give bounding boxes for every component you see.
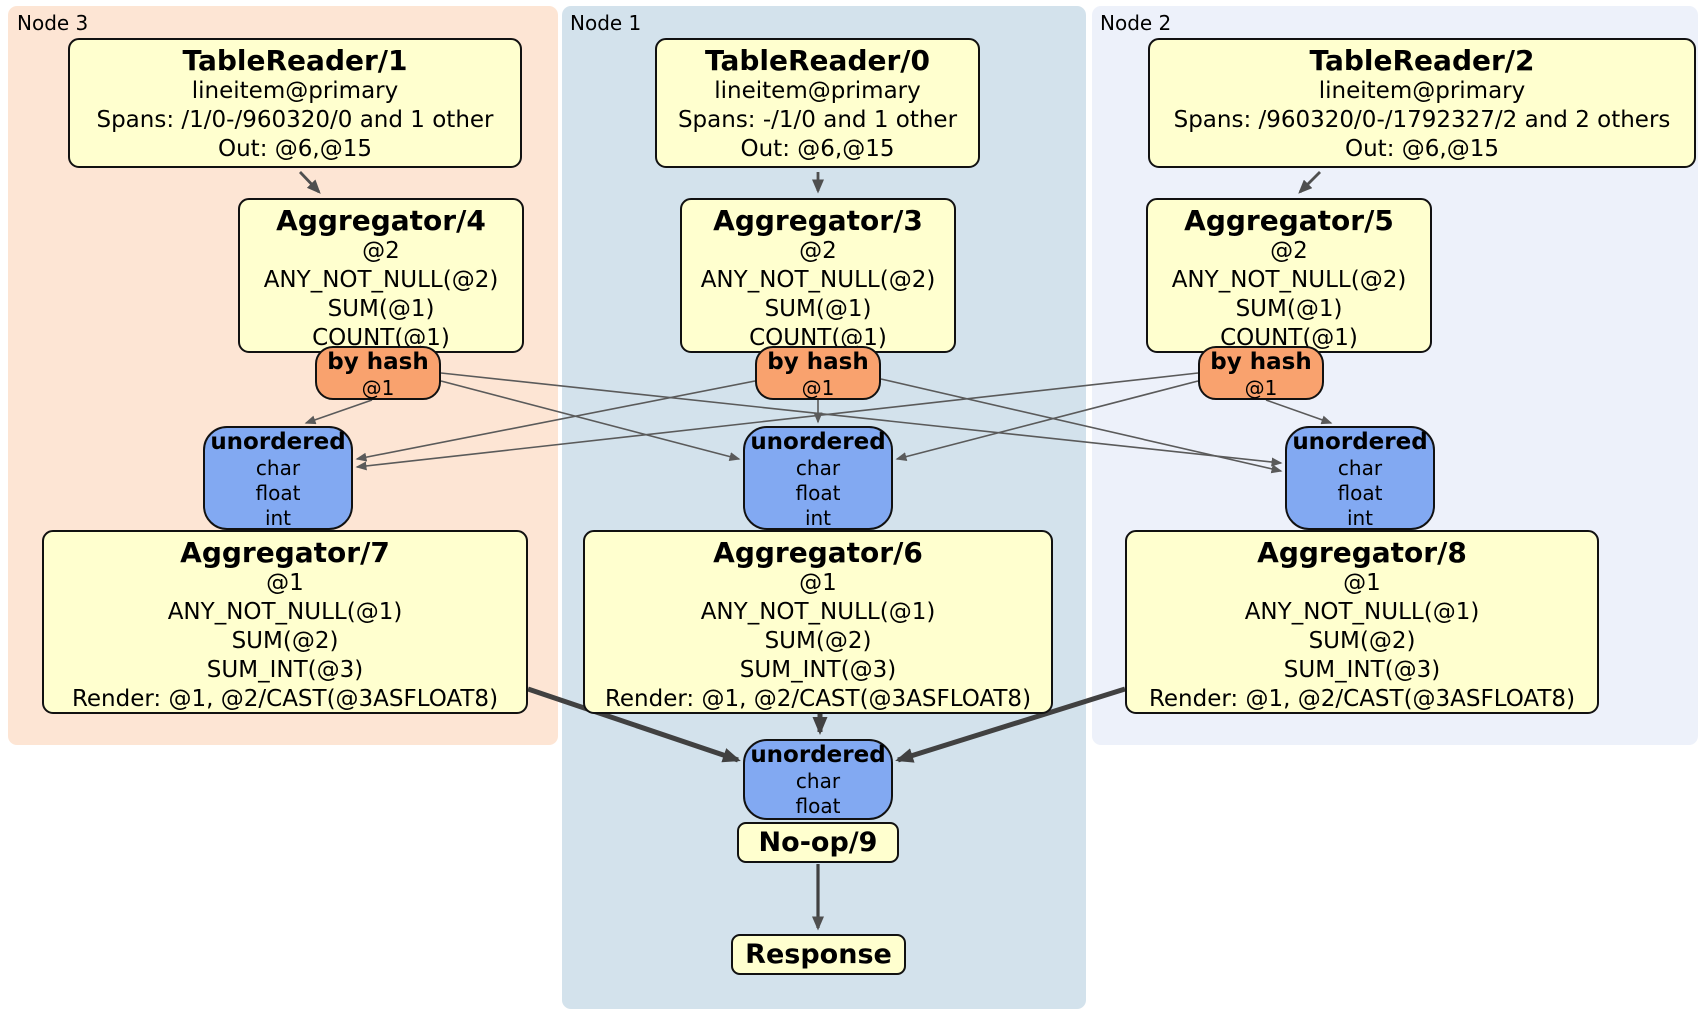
unordered-sync-final: unordered char float xyxy=(743,739,893,820)
sync-title: unordered xyxy=(750,742,886,768)
node-label-2: Node 2 xyxy=(1100,11,1172,35)
processor-title: Aggregator/7 xyxy=(180,536,390,569)
processor-title: Aggregator/5 xyxy=(1184,204,1394,237)
processor-title: Aggregator/8 xyxy=(1257,536,1467,569)
sync-title: unordered xyxy=(750,429,886,455)
processor-aggregator-6: Aggregator/6 @1 ANY_NOT_NULL(@1) SUM(@2)… xyxy=(583,530,1053,714)
unordered-sync-node1: unordered char float int xyxy=(743,426,893,530)
processor-title: Response xyxy=(745,939,892,970)
sync-title: unordered xyxy=(210,429,346,455)
processor-tablereader-2: TableReader/2 lineitem@primary Spans: /9… xyxy=(1148,38,1696,168)
processor-title: Aggregator/3 xyxy=(713,204,923,237)
processor-aggregator-7: Aggregator/7 @1 ANY_NOT_NULL(@1) SUM(@2)… xyxy=(42,530,528,714)
hash-router-node1: by hash @1 xyxy=(755,346,881,400)
processor-title: Aggregator/6 xyxy=(713,536,923,569)
processor-title: No-op/9 xyxy=(758,827,878,858)
router-title: by hash xyxy=(327,349,429,375)
processor-noop-9: No-op/9 xyxy=(737,822,899,863)
processor-aggregator-5: Aggregator/5 @2 ANY_NOT_NULL(@2) SUM(@1)… xyxy=(1146,198,1432,353)
router-title: by hash xyxy=(767,349,869,375)
unordered-sync-node3: unordered char float int xyxy=(203,426,353,530)
processor-title: TableReader/0 xyxy=(704,44,930,77)
processor-aggregator-4: Aggregator/4 @2 ANY_NOT_NULL(@2) SUM(@1)… xyxy=(238,198,524,353)
processor-title: TableReader/2 xyxy=(1309,44,1535,77)
unordered-sync-node2: unordered char float int xyxy=(1285,426,1435,530)
node-label-3: Node 3 xyxy=(17,11,89,35)
processor-aggregator-8: Aggregator/8 @1 ANY_NOT_NULL(@1) SUM(@2)… xyxy=(1125,530,1599,714)
processor-response: Response xyxy=(731,934,906,975)
router-title: by hash xyxy=(1210,349,1312,375)
processor-tablereader-1: TableReader/1 lineitem@primary Spans: /1… xyxy=(68,38,522,168)
processor-aggregator-3: Aggregator/3 @2 ANY_NOT_NULL(@2) SUM(@1)… xyxy=(680,198,956,353)
node-label-1: Node 1 xyxy=(570,11,642,35)
hash-router-node3: by hash @1 xyxy=(315,346,441,400)
processor-title: Aggregator/4 xyxy=(276,204,486,237)
hash-router-node2: by hash @1 xyxy=(1198,346,1324,400)
processor-title: TableReader/1 xyxy=(182,44,408,77)
sync-title: unordered xyxy=(1292,429,1428,455)
processor-tablereader-0: TableReader/0 lineitem@primary Spans: -/… xyxy=(655,38,980,168)
